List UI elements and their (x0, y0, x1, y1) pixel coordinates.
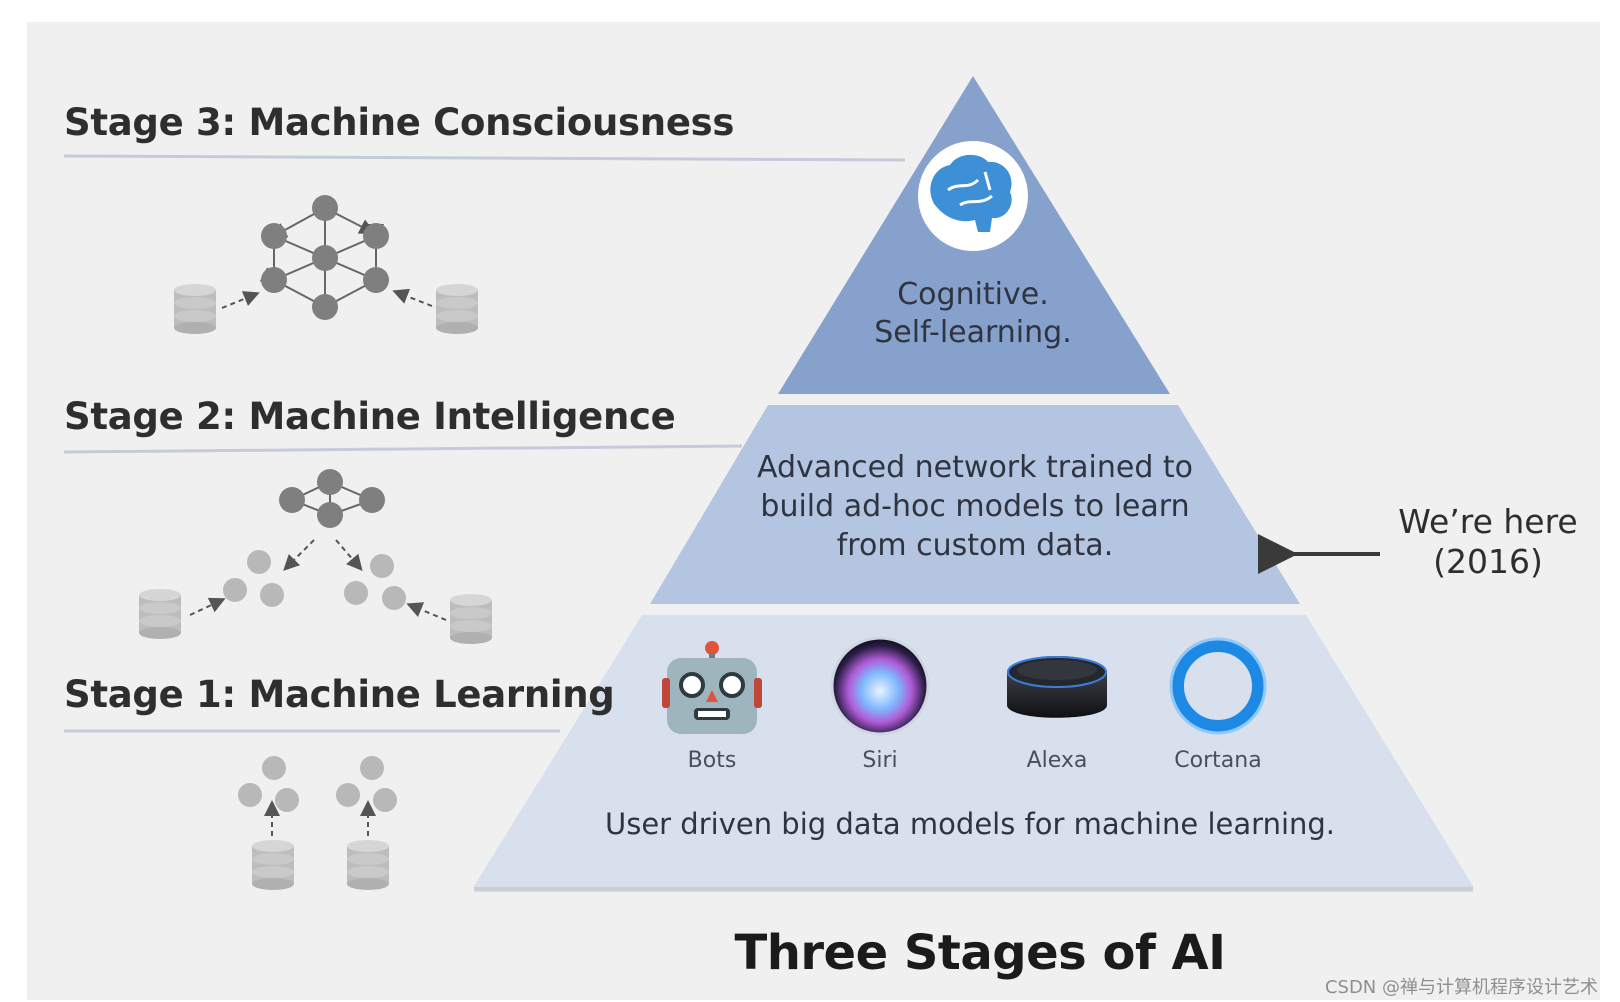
stage2-database-right-icon (450, 594, 492, 644)
stage2-database-left-icon (139, 589, 181, 639)
assistant-label-cortana: Cortana (1174, 748, 1262, 773)
assistant-label-siri: Siri (862, 748, 898, 773)
pyramid-bottom-tier (474, 615, 1473, 886)
stage3-network-graph-icon (221, 195, 433, 320)
assistant-label-alexa: Alexa (1026, 748, 1088, 773)
stage3-database-right-icon (436, 284, 478, 334)
siri-icon (830, 636, 930, 736)
stage3-divider (63, 154, 906, 162)
diagram-caption: Three Stages of AI (734, 925, 1226, 981)
pyramid-middle-text: Advanced network trained to build ad-hoc… (756, 450, 1194, 563)
stage2-divider (63, 444, 743, 454)
stage1-database-right-icon (347, 840, 389, 890)
stage3-title: Stage 3: Machine Consciousness (64, 101, 735, 144)
stage2-network-graph-icon (189, 469, 447, 621)
stage2-title: Stage 2: Machine Intelligence (64, 395, 676, 438)
robot-icon (662, 641, 762, 734)
watermark: CSDN @禅与计算机程序设计艺术 (1324, 977, 1598, 998)
brain-icon (918, 141, 1028, 251)
cortana-ring-icon (1169, 637, 1267, 735)
stage1-title: Stage 1: Machine Learning (64, 673, 615, 716)
we-are-here-label: We’re here (2016) (1398, 502, 1578, 581)
pyramid-top-text: Cognitive. Self-learning. (874, 277, 1072, 350)
stage3-database-left-icon (174, 284, 216, 334)
stage1-network-graph-icon (238, 756, 397, 836)
stage1-database-left-icon (252, 840, 294, 890)
alexa-echo-icon (1007, 656, 1107, 718)
pyramid-bottom-text: User driven big data models for machine … (604, 807, 1336, 841)
assistant-label-bots: Bots (687, 748, 737, 773)
pyramid-middle-tier (650, 405, 1300, 604)
